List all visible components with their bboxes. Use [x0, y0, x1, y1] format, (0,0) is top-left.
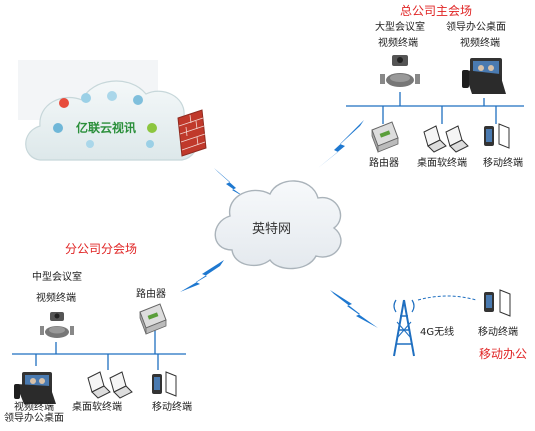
firewall-icon: [177, 109, 207, 157]
cell-tower-icon: [393, 299, 415, 357]
lightning-mobile-internet: [330, 290, 378, 328]
branch-mobile-label: 移动终端: [152, 402, 192, 413]
lightning-cloud-internet: [214, 168, 246, 198]
branch-medium-room-terminal-label: 视频终端: [36, 293, 76, 304]
wireless-link: [417, 295, 477, 301]
mobile-network-label: 4G无线: [420, 327, 455, 338]
app-icon-8: [86, 140, 94, 148]
branch-video-terminal-label: 视频终端: [14, 402, 54, 413]
branch-title: 分公司分会场: [65, 242, 138, 256]
mobile-office-title: 移动办公: [479, 347, 528, 361]
mobile-office-terminal-label: 移动终端: [478, 327, 518, 338]
branch-laptops-icon: [87, 371, 133, 399]
app-icon-3: [107, 91, 117, 101]
hq-exec-desktop-label: 领导办公桌面: [446, 22, 506, 33]
app-icon-2: [81, 93, 91, 103]
branch-desktop-soft-label: 桌面软终端: [72, 402, 122, 413]
branch-mobile-icon: [152, 371, 177, 397]
hq-laptops-icon: [423, 125, 469, 153]
hq-router-label: 路由器: [369, 158, 399, 169]
hq-desktop-soft-label: 桌面软终端: [417, 158, 467, 169]
branch-router-label: 路由器: [136, 289, 166, 300]
hq-title: 总公司主会场: [400, 4, 473, 18]
mobile-office-terminal-icon: [484, 289, 511, 317]
internet-label: 英特网: [252, 222, 292, 237]
branch-video-terminal-icon: [14, 372, 56, 404]
hq-mobile-label: 移动终端: [483, 158, 523, 169]
hq-large-room-terminal-label: 视频终端: [378, 38, 418, 49]
branch-medium-room-terminal-icon: [40, 312, 74, 338]
hq-exec-desktop-terminal-icon: [462, 58, 506, 94]
lightning-branch-internet: [180, 260, 224, 292]
hq-large-room-terminal-icon: [380, 55, 420, 87]
branch-exec-desktop-label: 领导办公桌面: [4, 413, 64, 424]
cloud-service-name: 亿联云视讯: [76, 121, 137, 135]
app-icon-4: [133, 95, 143, 105]
hq-large-room-label: 大型会议室: [375, 22, 425, 33]
hq-mobile-icon: [484, 123, 510, 149]
lightning-links: [180, 120, 378, 328]
branch-router-icon: [139, 303, 167, 335]
app-icon-5: [53, 123, 63, 133]
cloud-service: [25, 80, 200, 161]
hq-exec-desktop-terminal-label: 视频终端: [460, 38, 500, 49]
app-icon-6: [147, 123, 157, 133]
internet-cloud: [214, 180, 342, 270]
hq-router-icon: [371, 121, 399, 153]
branch-lan: [12, 330, 186, 370]
lightning-hq-internet: [318, 120, 364, 168]
app-icon-1: [59, 98, 69, 108]
branch-medium-room-label: 中型会议室: [32, 272, 82, 283]
hq-lan: [346, 92, 524, 124]
app-icon-7: [146, 140, 154, 148]
